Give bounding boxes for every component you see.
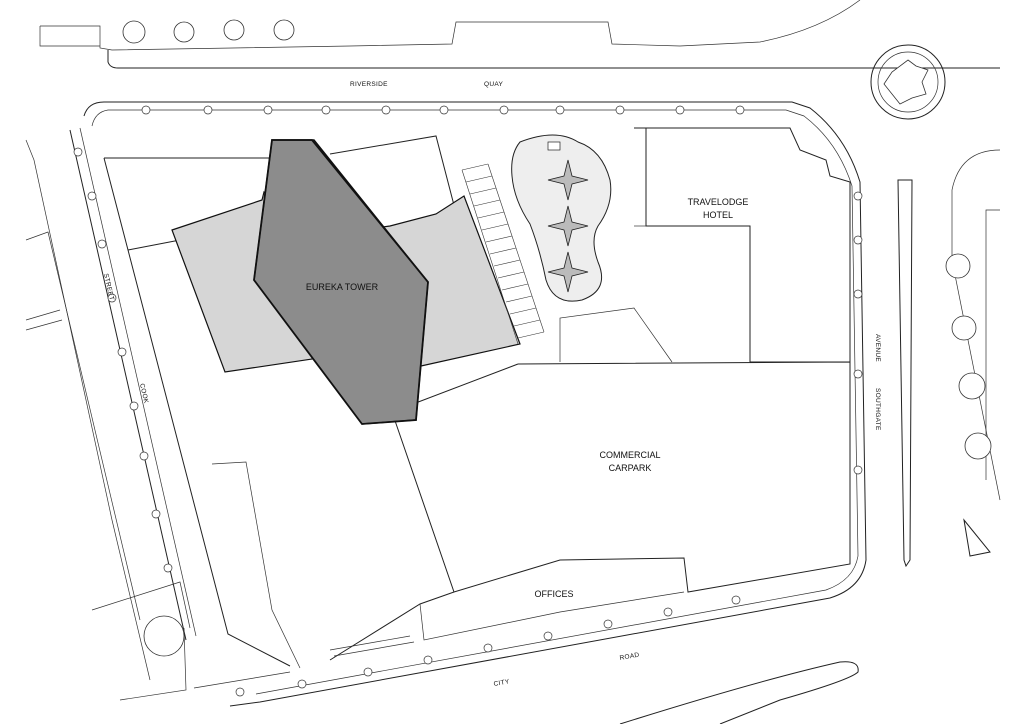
street-label-quay: QUAY [484,81,504,88]
street-label-road: ROAD [619,652,640,662]
label-eureka-tower: EUREKA TOWER [306,282,379,292]
label-travelodge-line2: HOTEL [703,210,733,220]
street-label-street: STREET [102,273,115,301]
street-label-southgate: SOUTHGATE [874,388,881,431]
label-carpark-line2: CARPARK [609,463,652,473]
label-offices: OFFICES [534,589,573,599]
traffic-island [963,518,991,557]
roundabout [870,44,946,120]
street-label-cook: COOK [138,383,149,405]
street-label-avenue: AVENUE [874,334,881,362]
street-linework [25,0,1001,724]
street-label-riverside: RIVERSIDE [350,81,388,88]
parking-bays [461,163,545,345]
street-trees [122,19,992,657]
label-carpark-line1: COMMERCIAL [599,450,660,460]
plaza-garden [511,134,612,302]
eureka-tower-outline [253,139,429,425]
building-outlines [103,127,851,669]
street-label-city: CITY [493,678,510,688]
label-travelodge-line1: TRAVELODGE [688,197,749,207]
perimeter-posts [73,105,863,697]
